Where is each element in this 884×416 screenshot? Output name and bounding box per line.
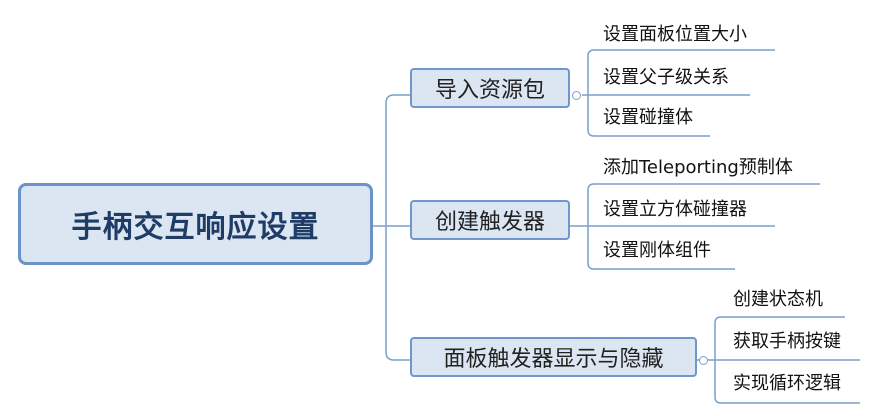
- branch-topic-create-trigger[interactable]: 创建触发器: [410, 200, 570, 240]
- leaf-underline-3-1: [714, 316, 845, 324]
- leaf-topic[interactable]: 获取手柄按键: [733, 331, 841, 353]
- leaf-topic-label: 设置刚体组件: [603, 240, 711, 261]
- branch-topic-import-package[interactable]: 导入资源包: [410, 68, 570, 108]
- collapse-toggle-icon[interactable]: [699, 356, 708, 365]
- trunk-line-3: [385, 351, 410, 361]
- leaf-topic[interactable]: 设置面板位置大小: [603, 24, 747, 46]
- leaf-topic-label: 设置碰撞体: [603, 107, 693, 128]
- trunk-line-1: [385, 94, 410, 104]
- leaf-topic-label: 添加Teleporting预制体: [603, 157, 793, 178]
- leaf-topic-label: 设置立方体碰撞器: [603, 199, 747, 220]
- branch-topic-label: 导入资源包: [434, 78, 545, 103]
- branch-topic-label: 创建触发器: [434, 210, 545, 235]
- leaf-topic[interactable]: 设置碰撞体: [603, 107, 693, 129]
- leaf-underline-1-3: [587, 56, 710, 137]
- root-topic-label: 手柄交互响应设置: [71, 210, 320, 245]
- leaf-underline-3-3: [714, 323, 860, 404]
- leaf-topic[interactable]: 实现循环逻辑: [733, 373, 841, 395]
- leaf-topic-label: 创建状态机: [733, 289, 823, 310]
- root-topic[interactable]: 手柄交互响应设置: [18, 183, 373, 265]
- branch-topic-label: 面板触发器显示与隐藏: [443, 347, 664, 372]
- leaf-underline-2-3: [587, 190, 735, 270]
- leaf-topic-label: 设置父子级关系: [603, 67, 729, 88]
- leaf-topic[interactable]: 设置立方体碰撞器: [603, 199, 747, 221]
- leaf-topic[interactable]: 创建状态机: [733, 289, 823, 311]
- leaf-topic[interactable]: 设置刚体组件: [603, 240, 711, 262]
- branch-topic-panel-trigger-visibility[interactable]: 面板触发器显示与隐藏: [410, 337, 697, 377]
- leaf-underline-1-1: [587, 49, 775, 57]
- leaf-topic-label: 获取手柄按键: [733, 331, 841, 352]
- leaf-underline-2-1: [587, 183, 820, 191]
- leaf-topic-label: 实现循环逻辑: [733, 373, 841, 394]
- leaf-topic[interactable]: 添加Teleporting预制体: [603, 157, 793, 179]
- leaf-topic[interactable]: 设置父子级关系: [603, 67, 729, 89]
- leaf-topic-label: 设置面板位置大小: [603, 24, 747, 45]
- collapse-toggle-icon[interactable]: [572, 91, 581, 100]
